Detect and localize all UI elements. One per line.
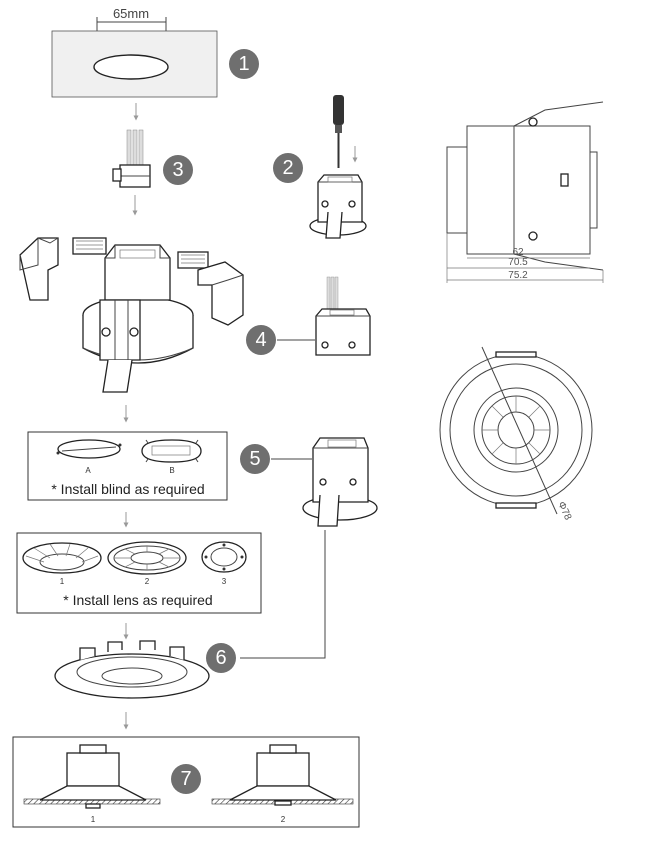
front-view-drawing — [439, 346, 593, 515]
blind-a-label: A — [85, 466, 91, 475]
lens-2-label: 2 — [145, 577, 150, 586]
mounting-1-icon — [23, 744, 161, 809]
side-dim-75-2: 75.2 — [508, 270, 528, 281]
step-6-badge: 6 — [206, 643, 236, 673]
leader-line — [240, 530, 326, 659]
svg-text:7: 7 — [180, 768, 191, 790]
side-dim-70-5: 70.5 — [508, 257, 528, 268]
screwdriver-icon — [333, 95, 344, 168]
step-5-badge: 5 — [240, 444, 270, 474]
blind-b-icon — [141, 439, 202, 463]
blind-options-box — [27, 431, 228, 501]
svg-text:5: 5 — [249, 448, 260, 470]
cutout-panel: 65mm — [51, 6, 218, 98]
side-dim-62: 62 — [512, 247, 524, 258]
lens-3-label: 3 — [222, 577, 227, 586]
blind-b-label: B — [169, 466, 174, 475]
terminal-connector — [112, 129, 151, 188]
blind-a-icon — [56, 439, 122, 459]
cutout-dimension: 65mm — [113, 6, 149, 21]
mounting-options-box — [12, 736, 360, 828]
mounting-2-icon — [211, 744, 354, 806]
side-view-drawing — [446, 101, 604, 283]
step-2-badge: 2 — [273, 153, 303, 183]
blind-caption: * Install blind as required — [51, 481, 204, 497]
lens-options-box — [16, 532, 262, 614]
step-2-unit — [309, 174, 367, 239]
lens-caption: * Install lens as required — [63, 592, 212, 608]
svg-text:2: 2 — [282, 157, 293, 179]
svg-text:6: 6 — [215, 647, 226, 669]
mounting-2-label: 2 — [281, 815, 286, 824]
lens-1-label: 1 — [60, 577, 65, 586]
lens-1-icon — [22, 542, 102, 574]
mounting-1-label: 1 — [91, 815, 96, 824]
step-3-badge: 3 — [163, 155, 193, 185]
lens-2-icon — [107, 541, 187, 575]
step-4-badge: 4 — [246, 325, 276, 355]
step-5-unit — [302, 437, 378, 527]
lens-3-icon — [201, 541, 247, 573]
step-4-unit — [315, 276, 371, 356]
svg-text:1: 1 — [238, 53, 249, 75]
trim-ring — [54, 640, 210, 699]
front-diameter: Φ78 — [555, 500, 573, 522]
step-1-badge: 1 — [229, 49, 259, 79]
exploded-assembly — [19, 237, 244, 393]
svg-text:3: 3 — [172, 159, 183, 181]
step-7-badge: 7 — [171, 764, 201, 794]
svg-text:4: 4 — [255, 329, 266, 351]
